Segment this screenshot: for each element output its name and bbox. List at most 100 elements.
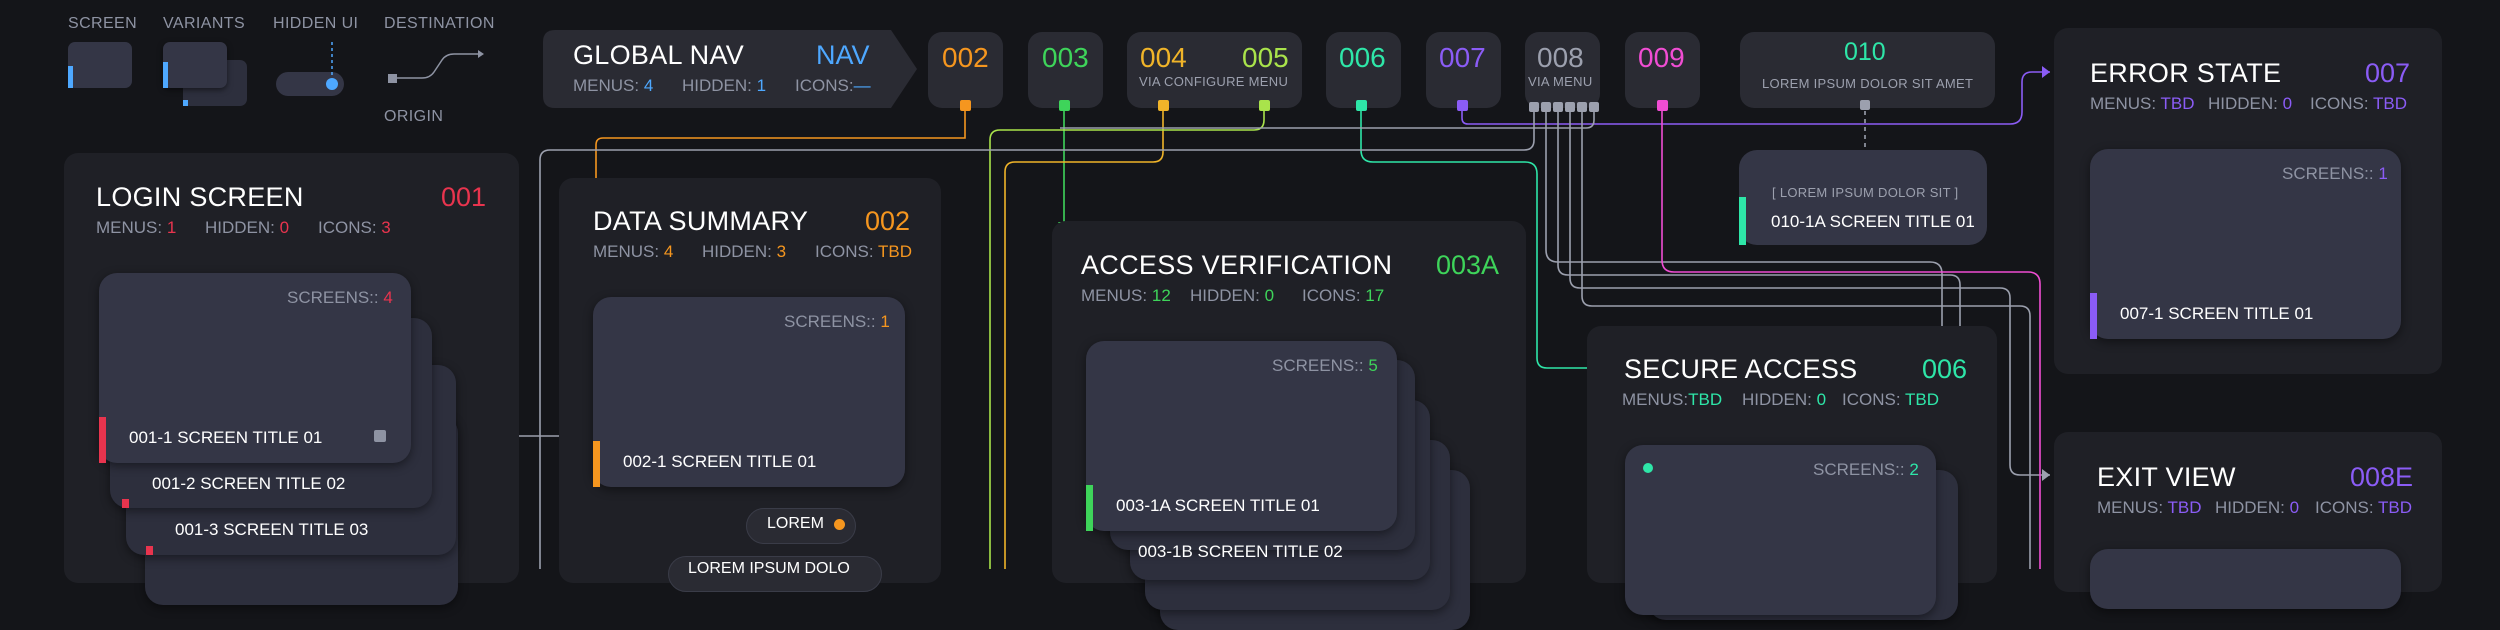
exit-menus: MENUS: TBD: [2097, 498, 2202, 518]
value-menus: 4: [663, 242, 674, 261]
value-hidden: 3: [776, 242, 787, 261]
legend-variants-swatch: [163, 42, 227, 88]
label-screens: SCREENS::: [2282, 164, 2374, 183]
legend-hidden-ui-dot: [326, 78, 338, 90]
label-hidden: HIDDEN:: [1742, 390, 1812, 409]
label-icons: ICONS:: [795, 76, 854, 95]
value-menus: TBD: [1688, 390, 1723, 409]
secure-hidden: HIDDEN: 0: [1742, 390, 1826, 410]
access-verification-thumbnail[interactable]: [1086, 341, 1397, 531]
nav-node-008[interactable]: [1525, 32, 1600, 108]
legend-variants-bar-back: [183, 100, 188, 106]
error-icons: ICONS: TBD: [2310, 94, 2407, 114]
data-summary-thumbnail[interactable]: [593, 297, 905, 487]
access-verification-title: ACCESS VERIFICATION: [1081, 250, 1393, 280]
value-screens: 4: [383, 288, 393, 307]
legend-hidden-ui-dash: [331, 42, 333, 76]
nav-node-008-sub: VIA MENU: [1528, 74, 1593, 89]
value-icons: TBD: [877, 242, 912, 261]
error-state-thumbnail[interactable]: [2090, 149, 2401, 339]
hidden-ui-box-010-1a[interactable]: [1739, 150, 1987, 245]
login-shot-1[interactable]: 001-1 SCREEN TITLE 01: [129, 428, 323, 447]
global-nav-title: GLOBAL NAV: [573, 40, 745, 70]
access-shot-2[interactable]: 003-1B SCREEN TITLE 02: [1138, 542, 1343, 561]
data-summary-menus: MENUS: 4: [593, 242, 673, 262]
exit-icons: ICONS: TBD: [2315, 498, 2412, 518]
hidden-ui-box-caption: [ LOREM IPSUM DOLOR SIT ]: [1772, 185, 1959, 200]
value-icons: —: [853, 76, 871, 95]
value-screens: 2: [1909, 460, 1919, 479]
login-shot-2[interactable]: 001-2 SCREEN TITLE 02: [152, 474, 346, 493]
nav-node-002-code: 002: [942, 42, 989, 73]
nav-node-002[interactable]: [928, 32, 1003, 108]
label-hidden: HIDDEN:: [682, 76, 752, 95]
login-screens-count: SCREENS:: 4: [287, 288, 393, 308]
label-icons: ICONS:: [1842, 390, 1901, 409]
nav-node-006[interactable]: [1326, 32, 1401, 108]
nav-node-002-port: [960, 100, 971, 111]
legend-variants-label: VARIANTS: [163, 15, 246, 32]
value-hidden: 0: [279, 218, 290, 237]
nav-node-008-port-1: [1529, 102, 1539, 112]
login-shot-3[interactable]: 001-3 SCREEN TITLE 03: [175, 520, 369, 539]
secure-hidden-ui-dot: [1643, 463, 1653, 473]
value-menus: 4: [643, 76, 654, 95]
nav-node-009[interactable]: [1625, 32, 1700, 108]
legend-hidden-ui-label: HIDDEN UI: [273, 15, 359, 32]
value-screens: 5: [1368, 356, 1378, 375]
nav-node-007-code: 007: [1439, 42, 1486, 73]
nav-node-004-005[interactable]: [1127, 32, 1302, 108]
exit-view-thumbnail[interactable]: [2090, 549, 2401, 609]
nav-node-010[interactable]: [1740, 32, 1995, 108]
access-menus: MENUS: 12: [1081, 286, 1171, 306]
data-summary-shot-1[interactable]: 002-1 SCREEN TITLE 01: [623, 452, 817, 471]
login-hidden: HIDDEN: 0: [205, 218, 289, 238]
label-hidden: HIDDEN:: [2208, 94, 2278, 113]
nav-node-003-port: [1059, 100, 1070, 111]
secure-menus: MENUS:TBD: [1622, 390, 1722, 410]
global-nav-icons: ICONS:—: [795, 76, 871, 96]
access-screens-count: SCREENS:: 5: [1272, 356, 1378, 376]
login-screen-title: LOGIN SCREEN: [96, 182, 304, 212]
nav-node-004-sub: VIA CONFIGURE MENU: [1139, 74, 1289, 89]
access-shot-1[interactable]: 003-1A SCREEN TITLE 01: [1116, 496, 1320, 515]
value-icons: TBD: [2372, 94, 2407, 113]
global-nav-shape: [543, 30, 917, 108]
error-menus: MENUS: TBD: [2090, 94, 2195, 114]
data-summary-screens-count: SCREENS:: 1: [784, 312, 890, 332]
access-verification-code: 003A: [1436, 250, 1500, 280]
value-menus: 1: [166, 218, 177, 237]
label-hidden: HIDDEN:: [2215, 498, 2285, 517]
label-screens: SCREENS::: [287, 288, 379, 307]
nav-node-008-port-5: [1577, 102, 1587, 112]
value-screens: 1: [880, 312, 890, 331]
value-hidden: 0: [1264, 286, 1275, 305]
login-shot-2-bar: [122, 499, 129, 508]
nav-node-008-port-6: [1589, 102, 1599, 112]
value-menus: 12: [1151, 286, 1171, 305]
secure-screens-count: SCREENS:: 2: [1813, 460, 1919, 480]
error-shot-1[interactable]: 007-1 SCREEN TITLE 01: [2120, 304, 2314, 323]
label-screens: SCREENS::: [1272, 356, 1364, 375]
nav-node-003[interactable]: [1028, 32, 1103, 108]
nav-node-004-port: [1158, 100, 1169, 111]
label-icons: ICONS:: [1302, 286, 1361, 305]
legend-variants-bar: [163, 62, 168, 88]
data-summary-pill-lorem-dot: [834, 519, 845, 530]
access-icons: ICONS: 17: [1302, 286, 1384, 306]
label-menus: MENUS:: [2097, 498, 2164, 517]
hidden-ui-box-shot[interactable]: 010-1A SCREEN TITLE 01: [1771, 212, 1975, 231]
label-icons: ICONS:: [318, 218, 377, 237]
nav-node-005-port: [1259, 100, 1270, 111]
error-hidden: HIDDEN: 0: [2208, 94, 2292, 114]
nav-node-010-port: [1860, 100, 1870, 110]
nav-node-007[interactable]: [1426, 32, 1501, 108]
nav-node-008-port-2: [1541, 102, 1551, 112]
label-menus: MENUS:: [1081, 286, 1148, 305]
login-screen-thumbnail[interactable]: [99, 273, 411, 463]
value-icons: TBD: [2377, 498, 2412, 517]
access-hidden: HIDDEN: 0: [1190, 286, 1274, 306]
secure-access-title: SECURE ACCESS: [1624, 354, 1858, 384]
login-thumb-bar: [99, 417, 106, 463]
secure-icons: ICONS: TBD: [1842, 390, 1939, 410]
